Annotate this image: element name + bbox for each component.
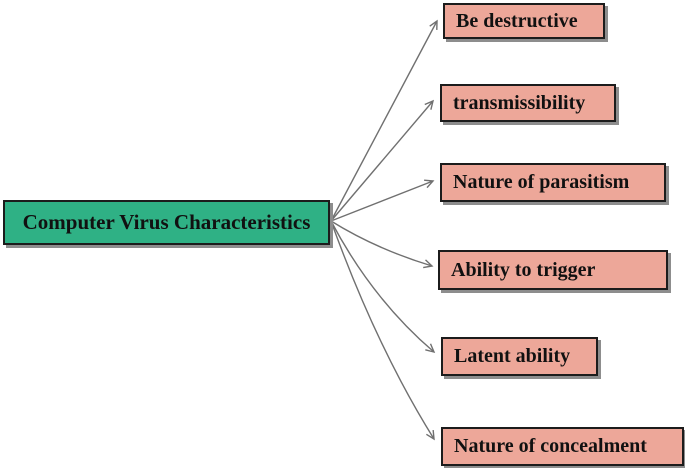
root-node-computer-virus-characteristics: Computer Virus Characteristics <box>3 200 330 245</box>
node-nature-of-concealment: Nature of concealment <box>441 427 684 466</box>
node-nature-of-parasitism: Nature of parasitism <box>440 163 666 202</box>
node-label: transmissibility <box>453 91 586 114</box>
arrow-to-ability-to-trigger <box>330 220 434 269</box>
arrow-to-nature-of-parasitism <box>330 179 435 222</box>
node-label: Be destructive <box>456 9 578 32</box>
node-label: Nature of parasitism <box>453 171 630 193</box>
node-transmissibility: transmissibility <box>440 84 616 122</box>
arrow-to-transmissibility <box>330 99 435 222</box>
arrow-to-be-destructive <box>330 19 438 222</box>
node-label: Latent ability <box>454 345 571 367</box>
node-label: Ability to trigger <box>451 258 596 281</box>
node-ability-to-trigger: Ability to trigger <box>438 250 668 290</box>
node-be-destructive: Be destructive <box>443 3 605 39</box>
arrow-to-latent-ability <box>330 220 436 354</box>
root-node-label: Computer Virus Characteristics <box>22 210 311 234</box>
arrow-to-nature-of-concealment <box>330 220 435 441</box>
node-latent-ability: Latent ability <box>441 337 598 376</box>
node-label: Nature of concealment <box>454 435 647 457</box>
